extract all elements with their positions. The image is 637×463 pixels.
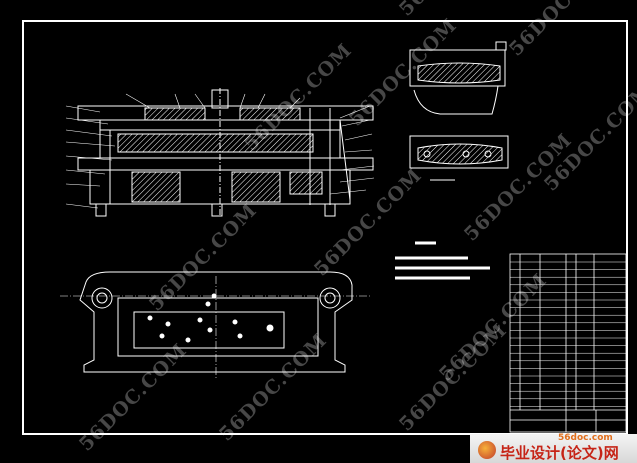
front-section-view [65, 88, 375, 217]
parts-list-rows [510, 261, 626, 407]
part-detail-view [409, 41, 509, 181]
badge-title: 毕业设计(论文)网 [500, 444, 619, 462]
title-block [509, 253, 627, 433]
site-logo-icon [478, 441, 496, 459]
site-badge[interactable]: 56doc.com 毕业设计(论文)网 [470, 433, 637, 463]
plan-view [60, 271, 370, 378]
badge-site: 56doc.com [558, 433, 613, 443]
drawing-border [22, 20, 628, 435]
technical-requirements [395, 241, 490, 280]
